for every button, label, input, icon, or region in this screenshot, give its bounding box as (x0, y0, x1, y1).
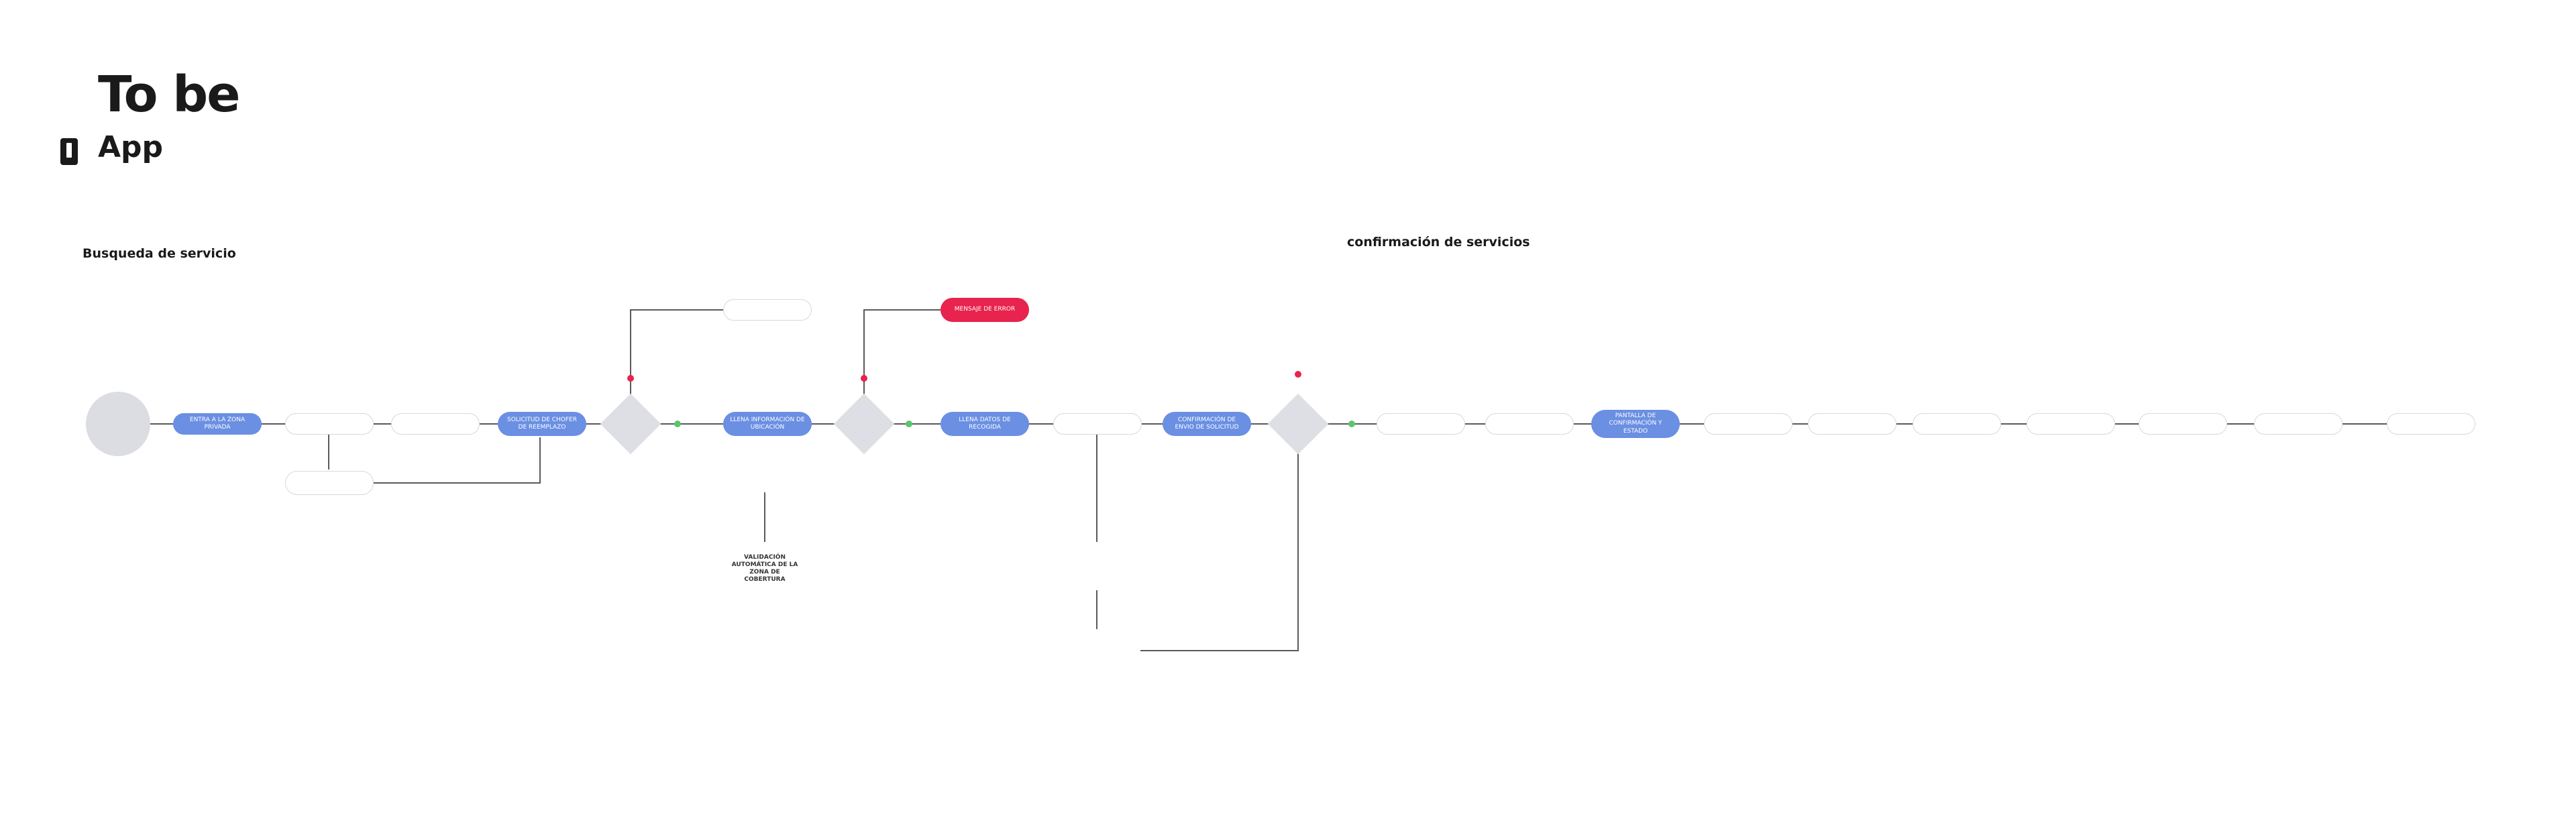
node-mensaje-error: MENSAJE DE ERROR (941, 298, 1029, 322)
page-subtitle: App (98, 130, 164, 164)
node-usuario-revisa-ruta (1808, 413, 1896, 435)
branch-line-error (863, 309, 941, 402)
section-search-title: Busqueda de servicio (83, 246, 236, 261)
smartphone-icon (60, 138, 78, 165)
node-usuario-recibe-recordatorios (1704, 413, 1792, 435)
branch-line-availability (1140, 446, 1299, 651)
node-recibe-datos (1485, 413, 1574, 435)
green-decision-marker (674, 421, 681, 427)
start-node (86, 392, 150, 456)
section-confirmation-title: confirmación de servicios (1347, 235, 1530, 250)
node-ver-servicio (723, 299, 812, 321)
red-decision-marker (627, 375, 634, 382)
node-recibe-llaves (2027, 413, 2115, 435)
red-decision-marker-2 (861, 375, 867, 382)
node-servicios-vehiculares (391, 413, 480, 435)
node-info-ubicacion: LLENA INFORMACIÓN DE UBICACIÓN (723, 412, 812, 436)
branch-line-direct-access-return (373, 437, 541, 484)
node-solicitud-chofer: SOLICITUD DE CHOFER DE REEMPLAZO (498, 412, 586, 436)
green-decision-marker-2 (906, 421, 912, 427)
node-datos-recogida: LLENA DATOS DE RECOGIDA (941, 412, 1029, 436)
node-usuario-reporta (2254, 413, 2343, 435)
green-decision-marker-3 (1348, 421, 1355, 427)
node-notifica-llegada (1913, 413, 2001, 435)
node-recibe-confirmacion (1377, 413, 1465, 435)
node-validacion-zona: VALIDACIÓN AUTOMÁTICA DE LA ZONA DE COBE… (731, 553, 798, 584)
node-ingresa-servicios (285, 413, 374, 435)
node-pantalla-confirmacion: PANTALLA DE CONFIRMACIÓN Y ESTADO (1591, 410, 1680, 438)
node-confirmacion-envio: CONFIRMACIÓN DE ENVIO DE SOLICITUD (1163, 412, 1251, 436)
node-envia-solicitud (1053, 413, 1142, 435)
branch-line-no-services (630, 309, 723, 402)
node-acceso-directo (285, 471, 374, 495)
node-encuesta-satisfaccion (2387, 413, 2475, 435)
node-transporta-usuario (2139, 413, 2227, 435)
node-zona-privada: ENTRA A LA ZONA PRIVADA (173, 413, 262, 435)
page-title: To be (98, 66, 240, 123)
red-decision-marker-3 (1295, 371, 1301, 378)
